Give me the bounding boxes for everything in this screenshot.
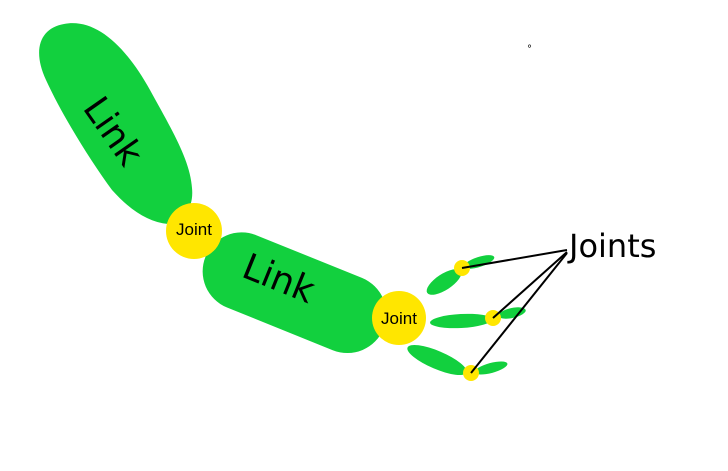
callout-lines [461, 249, 568, 374]
link-upper-shape [39, 23, 193, 225]
joint-lower-label: Joint [381, 309, 417, 328]
finger-top-proximal [426, 269, 462, 295]
callout-line-bottom [470, 252, 568, 374]
callout-line-top [461, 249, 568, 269]
joint-upper: Joint [166, 203, 222, 259]
finger-bottom-proximal [407, 345, 467, 375]
stray-mark: ° [527, 44, 532, 55]
link-upper: Link [39, 23, 193, 225]
finger-middle-proximal [430, 313, 492, 329]
joint-upper-label: Joint [176, 220, 212, 239]
link-middle-shape [202, 232, 387, 354]
callout-line-middle [492, 251, 568, 319]
finger-middle [430, 307, 526, 329]
finger-middle-distal [498, 307, 526, 319]
joint-upper-circle [166, 203, 222, 259]
finger-top [426, 255, 495, 295]
link-middle: Link [202, 232, 387, 354]
joint-lower-circle [372, 291, 426, 345]
joint-lower: Joint [372, 291, 426, 345]
finger-bottom-distal [474, 361, 508, 375]
callout-label: Joints [567, 227, 656, 265]
